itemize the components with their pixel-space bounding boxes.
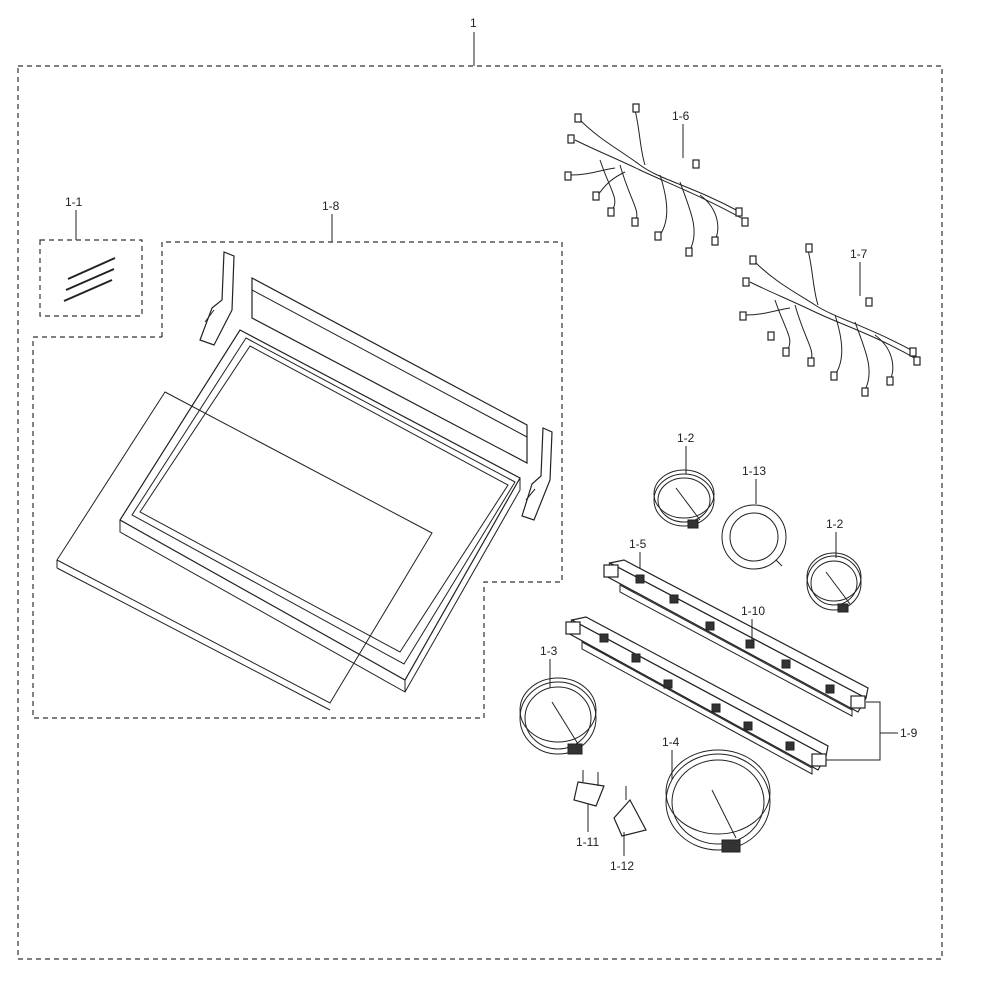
part-1-13-trim-ring: 1-13 <box>721 464 787 570</box>
label-1-11: 1-11 <box>576 835 599 849</box>
part-1-3-burner: 1-3 <box>519 644 597 755</box>
label-1-2b: 1-2 <box>826 517 844 531</box>
part-1-7-wire-harness: 1-7 <box>739 243 921 397</box>
label-1-9: 1-9 <box>900 726 918 740</box>
part-1-2-burner-a: 1-2 <box>653 431 715 529</box>
label-1-8: 1-8 <box>322 199 340 213</box>
part-1-1-screws: 1-1 <box>39 195 143 317</box>
part-1-12-bracket: 1-12 <box>610 786 647 873</box>
part-rail-lower <box>565 616 829 775</box>
label-1-4: 1-4 <box>662 735 680 749</box>
part-rail-upper: 1-5 1-10 <box>603 537 869 717</box>
label-1-5: 1-5 <box>629 537 647 551</box>
label-1-12: 1-12 <box>610 859 634 873</box>
label-1-1: 1-1 <box>65 195 83 209</box>
part-1-6-wire-harness: 1-6 <box>564 103 749 257</box>
part-1-4-burner: 1-4 <box>662 735 771 853</box>
part-1-8-cooktop: 1-8 <box>32 199 563 719</box>
label-1-10: 1-10 <box>741 604 765 618</box>
label-1-2a: 1-2 <box>677 431 695 445</box>
label-1-6: 1-6 <box>672 109 690 123</box>
label-assembly: 1 <box>470 16 477 30</box>
part-1-11-bracket: 1-11 <box>573 770 605 849</box>
part-1-2-burner-b: 1-2 <box>806 517 862 613</box>
label-1-7: 1-7 <box>850 247 868 261</box>
label-1-3: 1-3 <box>540 644 558 658</box>
assembly-boundary <box>17 65 943 960</box>
part-1-9-rails: 1-9 <box>826 701 918 761</box>
label-1-13: 1-13 <box>742 464 766 478</box>
